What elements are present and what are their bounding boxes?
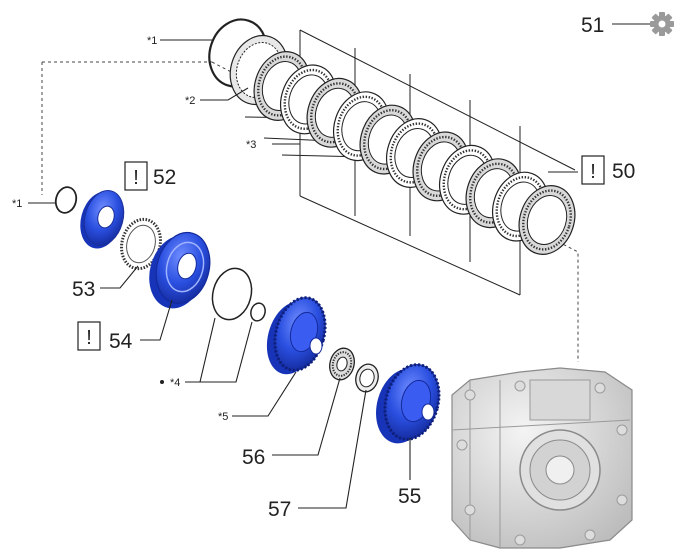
gear-icon: [650, 12, 674, 36]
part-57-washer: [355, 363, 379, 393]
callout-55: 55: [398, 485, 421, 508]
callout-star-3: *3: [246, 139, 256, 151]
bullet-dot: [160, 380, 164, 384]
friction-plate: [518, 185, 576, 255]
callout-star-5: *5: [218, 411, 228, 423]
transmission-case: [451, 367, 633, 549]
clutch-plate-pack: [208, 18, 576, 296]
part-56-thrust-bearing: [329, 347, 355, 381]
callout-51: 51: [581, 14, 604, 37]
part-52-plate: [80, 190, 125, 249]
callout-50: 50: [612, 160, 635, 183]
clutch-drum: [266, 296, 327, 375]
callout-56: 56: [242, 446, 265, 469]
part-55-hub: [376, 363, 441, 444]
svg-text:!: !: [133, 167, 139, 189]
assembly-guide-lines: [41, 61, 579, 362]
callout-star-4: *4: [170, 377, 180, 389]
callout-labels: 51 52 50 53 54 56 57 55 *1 *2 *3 *1 *4 *…: [12, 14, 635, 521]
callout-54: 54: [109, 330, 133, 353]
notice-icon: !: [77, 321, 101, 351]
part-54-piston: [149, 231, 211, 309]
svg-text:!: !: [86, 327, 92, 349]
notice-icon: !: [581, 155, 605, 185]
o-ring-large: [211, 267, 253, 321]
small-snap-ring: [54, 186, 78, 214]
callout-52: 52: [153, 166, 176, 189]
o-ring-small: [250, 302, 266, 322]
callout-star-1: *1: [147, 35, 157, 47]
svg-text:!: !: [590, 161, 596, 183]
callout-star-2: *2: [185, 95, 195, 107]
callout-53: 53: [72, 278, 95, 301]
callout-57: 57: [268, 498, 291, 521]
clutch-plates: [253, 51, 576, 255]
notice-icon: !: [124, 161, 148, 191]
leader-lines: [28, 23, 650, 509]
callout-star-1b: *1: [12, 198, 22, 210]
